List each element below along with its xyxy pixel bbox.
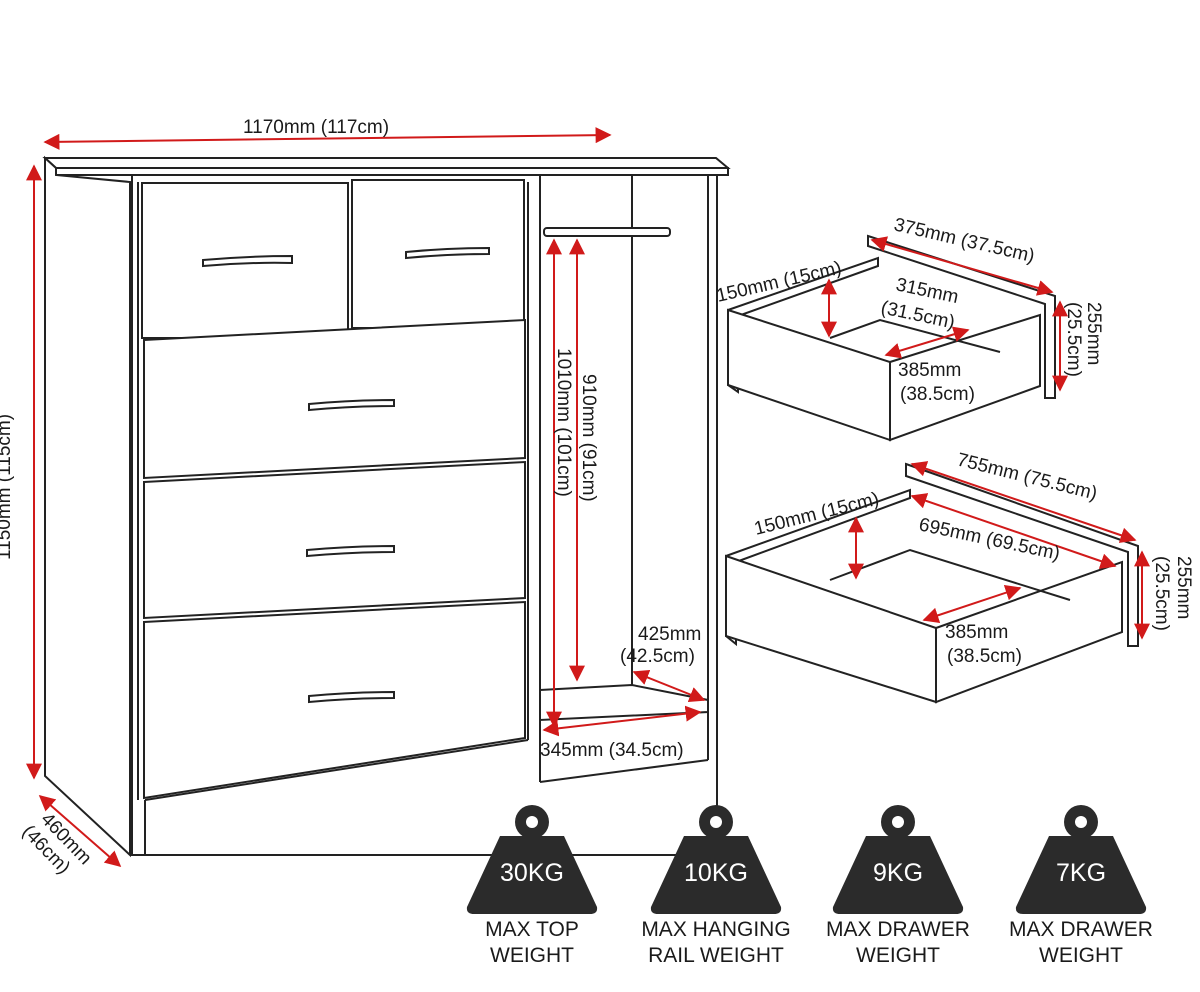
weight-label-line2: WEIGHT — [490, 944, 574, 967]
chest-unit — [42, 155, 731, 858]
drawer-top-left — [141, 182, 349, 339]
rail-to-base-label: 1010mm (101cm) — [553, 348, 574, 497]
wardrobe-depth-cm-label: (42.5cm) — [620, 646, 695, 667]
weight-label-line2: WEIGHT — [1039, 944, 1123, 967]
weight-item-drawer-9kg: 9KG MAX DRAWER WEIGHT — [826, 805, 970, 967]
large-drawer-diagram — [725, 461, 1150, 704]
large-drawer-front — [725, 554, 937, 704]
chest-left-side — [44, 155, 131, 858]
drawer-large-2 — [143, 460, 526, 620]
large-drawer-inner-width-mm: 385mm — [945, 622, 1008, 643]
drawer-handles — [202, 246, 490, 704]
weight-label-line2: RAIL WEIGHT — [648, 944, 784, 967]
chest-top — [42, 157, 731, 169]
large-drawer-inner-width-cm: (38.5cm) — [947, 646, 1022, 667]
weight-value: 30KG — [500, 859, 564, 887]
weight-label-line1: MAX DRAWER — [826, 918, 970, 941]
weight-value: 9KG — [873, 859, 923, 887]
weight-icon — [1015, 805, 1147, 914]
height-label: 1150mm (115cm) — [0, 414, 15, 560]
chest-dimension-lines — [26, 127, 706, 868]
hanging-rail — [543, 227, 671, 237]
weight-value: 10KG — [684, 859, 748, 887]
weight-label-line1: MAX DRAWER — [1009, 918, 1153, 941]
width-label: 1170mm (117cm) — [243, 117, 389, 138]
wardrobe-depth-mm-label: 425mm — [638, 624, 701, 645]
large-drawer-outer-height-cm: (25.5cm) — [1151, 556, 1172, 631]
weight-label-line1: MAX HANGING — [641, 918, 790, 941]
weight-item-rail: 10KG MAX HANGING RAIL WEIGHT — [641, 805, 791, 967]
weight-label-line1: MAX TOP — [485, 918, 579, 941]
wardrobe-width-label: 345mm (34.5cm) — [540, 740, 684, 761]
small-drawer-inner-width-mm: 385mm — [898, 360, 961, 381]
rail-hanging-label: 910mm (91cm) — [578, 374, 599, 502]
depth-label: 460mm (46cm) — [18, 809, 96, 879]
weight-item-drawer-7kg: 7KG MAX DRAWER WEIGHT — [1009, 805, 1153, 967]
weight-value: 7KG — [1056, 859, 1106, 887]
weight-item-top: 30KG MAX TOP WEIGHT — [466, 805, 598, 967]
drawer-large-1 — [143, 318, 526, 480]
small-drawer-outer-height-cm: (25.5cm) — [1063, 302, 1084, 377]
drawer-top-right — [351, 179, 525, 329]
small-drawer-front — [727, 308, 891, 442]
small-drawer-outer-height-mm: 255mm — [1083, 302, 1104, 365]
small-drawer-diagram — [727, 234, 1068, 442]
small-drawer-inner-width-cm: (38.5cm) — [900, 384, 975, 405]
weight-label-line2: WEIGHT — [856, 944, 940, 967]
large-drawer-outer-height-mm: 255mm — [1173, 556, 1194, 619]
